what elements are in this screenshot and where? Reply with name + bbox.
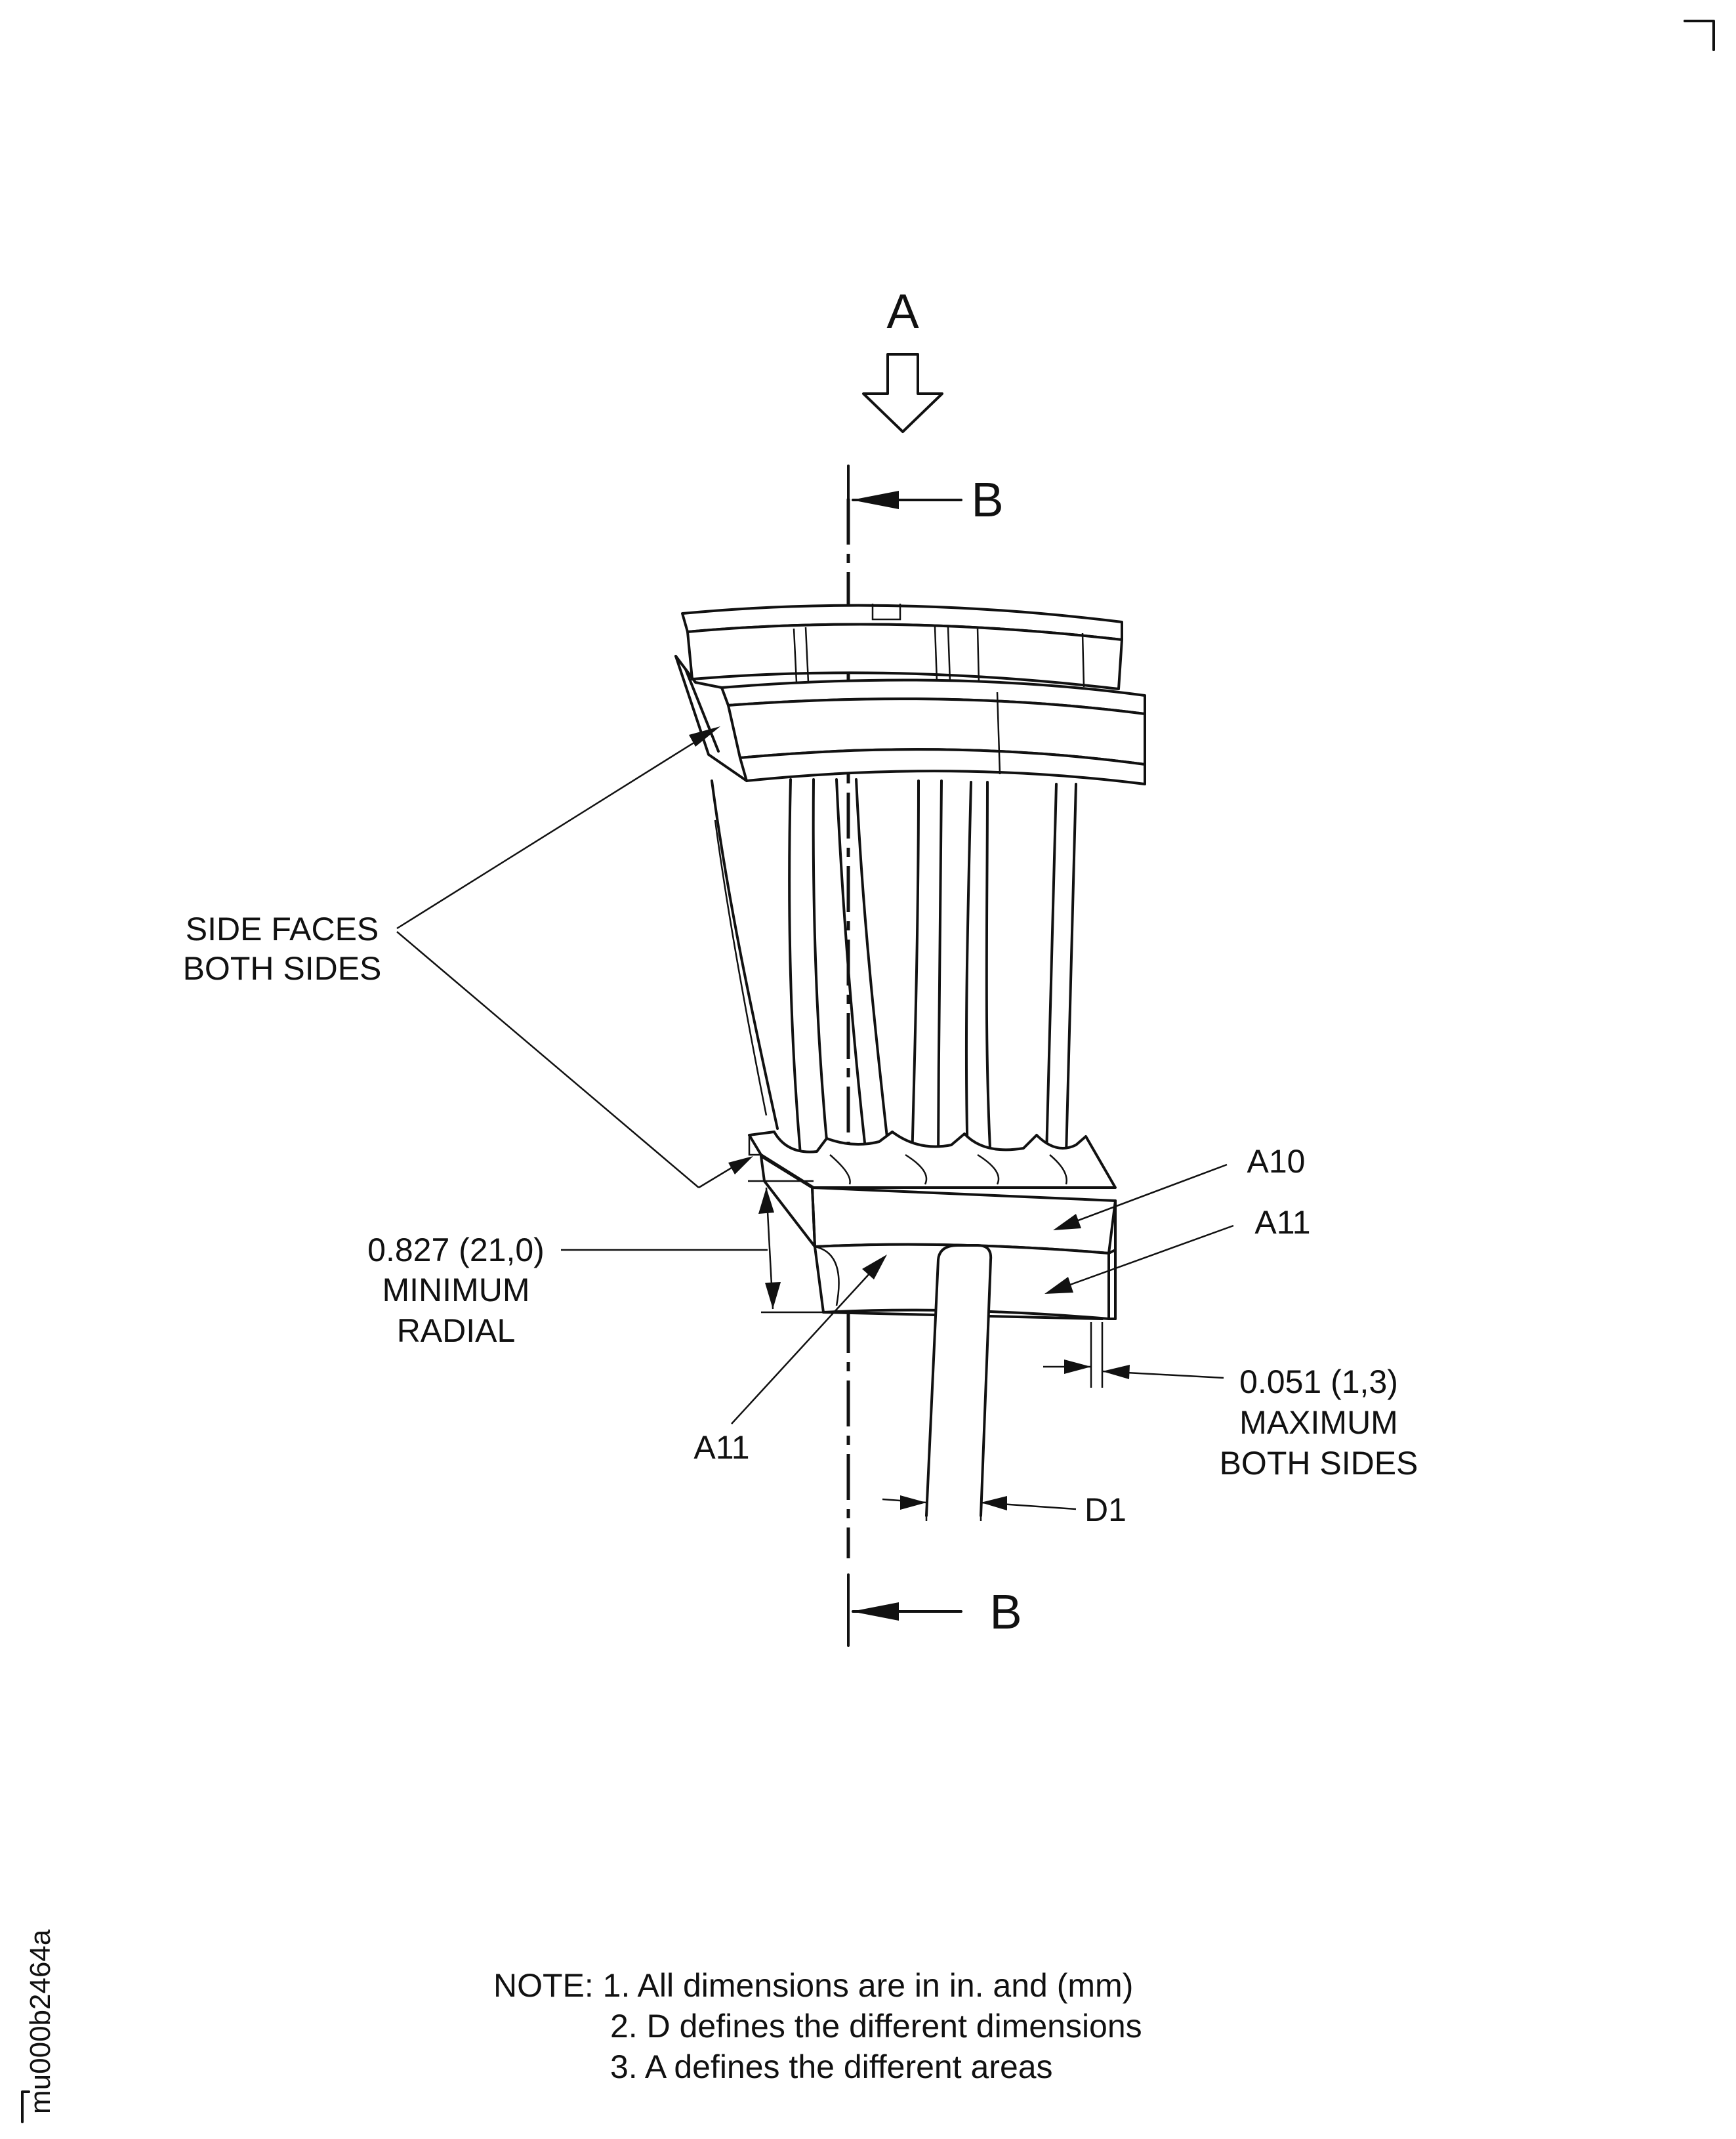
max-dimension — [1043, 1322, 1224, 1388]
d1-dimension — [882, 1495, 1077, 1521]
view-arrow — [862, 353, 943, 433]
side-faces-leaders — [396, 726, 753, 1189]
max-label-1: 0.051 (1,3) — [1239, 1363, 1398, 1400]
max-label-3: BOTH SIDES — [1220, 1445, 1418, 1482]
section-letter-bottom: B — [989, 1585, 1022, 1639]
a11-right-arrowhead — [1044, 1277, 1073, 1294]
a11-left-label: A11 — [693, 1429, 749, 1466]
note-line-3: 3. A defines the different areas — [610, 2048, 1053, 2085]
side-faces-label-2: BOTH SIDES — [183, 950, 382, 987]
section-marker-bottom — [847, 1573, 962, 1647]
corner-mark-bottom-left — [21, 2090, 30, 2123]
a10-arrowhead — [1053, 1214, 1081, 1230]
radial-dimension — [561, 1180, 823, 1314]
blade-part — [674, 604, 1146, 1517]
radial-label-3: RADIAL — [397, 1312, 516, 1349]
a11-right-label: A11 — [1254, 1204, 1310, 1241]
note-line-1: NOTE: 1. All dimensions are in in. and (… — [493, 1967, 1133, 2004]
note-line-2: 2. D defines the different dimensions — [610, 2008, 1142, 2045]
corner-mark-top-right — [1684, 20, 1715, 51]
section-letter-top: B — [971, 472, 1003, 527]
radial-label-1: 0.827 (21,0) — [367, 1232, 545, 1268]
section-marker-top — [847, 465, 962, 539]
side-faces-label-1: SIDE FACES — [186, 911, 379, 947]
a11-right-leader — [1062, 1224, 1234, 1289]
view-letter: A — [886, 284, 919, 339]
radial-label-2: MINIMUM — [382, 1272, 530, 1308]
figure-id: mu000b2464a — [24, 1929, 56, 2114]
a10-label: A10 — [1247, 1143, 1306, 1180]
a11-left-leader — [731, 1262, 880, 1424]
a10-leader — [1069, 1163, 1228, 1225]
a11-left-arrowhead — [862, 1255, 887, 1279]
d1-label: D1 — [1085, 1491, 1126, 1528]
max-label-2: MAXIMUM — [1239, 1404, 1398, 1441]
